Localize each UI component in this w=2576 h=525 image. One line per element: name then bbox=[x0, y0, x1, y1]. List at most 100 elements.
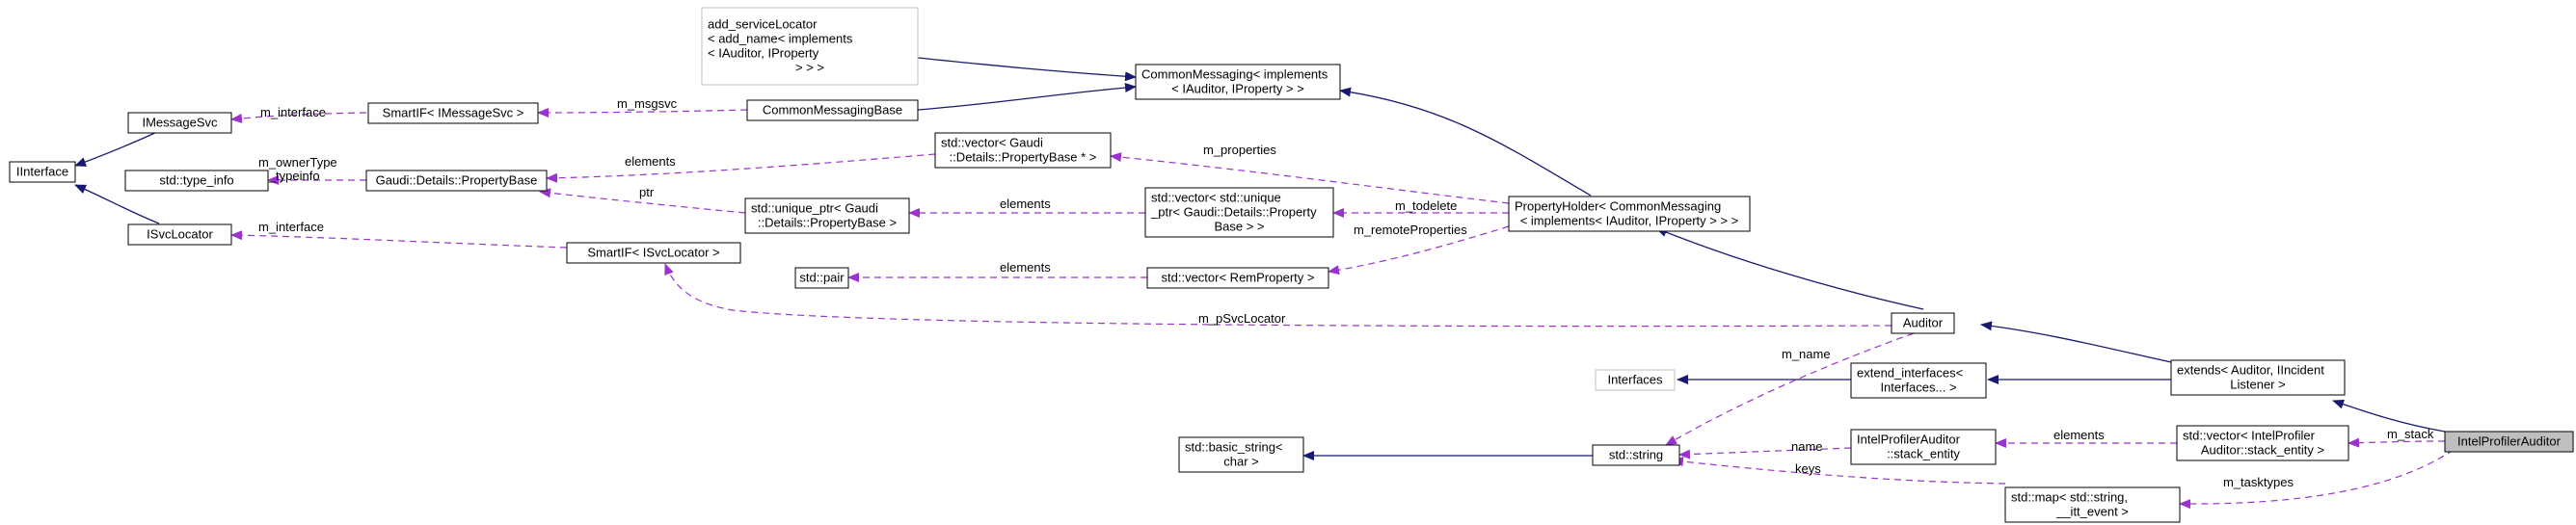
class-node-box bbox=[1178, 436, 1304, 473]
class-node-label-line: std::unique_ptr< Gaudi bbox=[751, 201, 878, 216]
class-node-label-line: std::string bbox=[1609, 448, 1663, 462]
class-node-label-line: ::Details::PropertyBase > bbox=[758, 216, 897, 230]
class-node-vector-propertybase-ptr[interactable]: std::vector< Gaudi::Details::PropertyBas… bbox=[934, 132, 1112, 169]
class-node-interfaces[interactable]: Interfaces bbox=[1595, 369, 1676, 391]
class-node-stack-entity[interactable]: IntelProfilerAuditor::stack_entity bbox=[1850, 429, 1997, 465]
class-node-box bbox=[9, 161, 76, 183]
edge-label-m-name: m_name bbox=[1782, 347, 1831, 361]
edge-label-m-ownertype: m_ownerType bbox=[258, 155, 337, 170]
class-node-label-line: Auditor bbox=[1903, 316, 1944, 330]
class-node-label-line: std::map< std::string, bbox=[2011, 490, 2128, 505]
class-node-imessagesvc[interactable]: IMessageSvc bbox=[127, 112, 232, 134]
class-node-label-line: Listener > bbox=[2230, 378, 2285, 392]
class-node-box bbox=[2176, 425, 2349, 461]
class-node-commonmessaging[interactable]: CommonMessaging< implements< IAuditor, I… bbox=[1135, 64, 1341, 100]
class-node-box bbox=[367, 102, 539, 124]
class-node-add-servicelocator[interactable]: add_serviceLocator< add_name< implements… bbox=[701, 7, 919, 86]
edge-vector-pb-ptr-to-propertybase bbox=[546, 153, 936, 183]
class-node-label-line: CommonMessagingBase bbox=[763, 103, 902, 118]
edge-smartif-isvclocator-to-isvclocator bbox=[230, 230, 568, 249]
class-node-box bbox=[2170, 359, 2346, 396]
class-node-commonmessagingbase[interactable]: CommonMessagingBase bbox=[746, 99, 919, 121]
edge-label-name: name bbox=[1791, 439, 1823, 454]
class-node-label-line: < implements< IAuditor, IProperty > > > bbox=[1520, 214, 1739, 228]
edge-label-m-psvclocator: m_pSvcLocator bbox=[1198, 311, 1286, 326]
class-node-label-line: IMessageSvc bbox=[142, 116, 218, 130]
class-node-label-line: ::Details::PropertyBase * > bbox=[950, 150, 1097, 165]
class-node-basic-string[interactable]: std::basic_string<char > bbox=[1178, 436, 1304, 473]
edge-auditor-to-extends bbox=[1980, 321, 2172, 363]
class-node-box bbox=[746, 99, 919, 121]
edge-label-elements-pb: elements bbox=[625, 154, 676, 169]
edge-commonmessagingbase-to-commonmessaging bbox=[917, 83, 1137, 111]
class-node-label-line: IInterface bbox=[16, 165, 68, 179]
edge-map-to-std-string bbox=[1672, 457, 2006, 485]
class-node-box bbox=[1144, 187, 1334, 238]
edge-label-m-interface-msg: m_interface bbox=[260, 105, 326, 119]
class-node-map-string-event[interactable]: std::map< std::string,__itt_event > bbox=[2004, 486, 2181, 523]
class-node-extend-interfaces[interactable]: extend_interfaces<Interfaces... > bbox=[1850, 362, 1987, 399]
class-node-box bbox=[701, 7, 919, 86]
class-node-std-string[interactable]: std::string bbox=[1592, 444, 1680, 466]
edge-auditor-to-std-string bbox=[1665, 332, 1915, 446]
class-node-label-line: IntelProfilerAuditor bbox=[2457, 434, 2562, 449]
class-node-box bbox=[794, 267, 849, 289]
class-node-iinterface[interactable]: IInterface bbox=[9, 161, 76, 183]
class-node-label-line: < IAuditor, IProperty bbox=[708, 46, 819, 61]
class-node-box bbox=[1146, 267, 1329, 289]
class-node-vector-unique-ptr[interactable]: std::vector< std::unique_ptr< Gaudi::Det… bbox=[1144, 187, 1334, 238]
class-node-std-type-info[interactable]: std::type_info bbox=[124, 170, 269, 192]
edge-propertyholder-to-vector-remproperty bbox=[1328, 225, 1510, 276]
class-node-box bbox=[1592, 444, 1680, 466]
edge-intelprofilerauditor-to-vector-stack-entity bbox=[2348, 437, 2446, 448]
class-node-label-line: std::vector< IntelProfiler bbox=[2183, 429, 2316, 443]
class-node-box bbox=[1850, 429, 1997, 465]
class-node-label-line: CommonMessaging< implements bbox=[1141, 67, 1328, 82]
class-node-intelprofilerauditor[interactable]: IntelProfilerAuditor bbox=[2444, 431, 2574, 453]
edge-extends-to-intelprofilerauditor bbox=[2332, 399, 2446, 433]
edge-propertyholder-to-auditor bbox=[1655, 227, 1924, 310]
class-node-label-line: add_serviceLocator bbox=[708, 17, 818, 32]
class-node-box bbox=[2444, 431, 2574, 453]
class-node-box bbox=[365, 170, 548, 192]
class-node-label-line: std::type_info bbox=[159, 173, 233, 188]
class-node-label-line: SmartIF< ISvcLocator > bbox=[587, 246, 719, 260]
class-node-vector-stack-entity[interactable]: std::vector< IntelProfilerAuditor::stack… bbox=[2176, 425, 2349, 461]
class-node-vector-remproperty[interactable]: std::vector< RemProperty > bbox=[1146, 267, 1329, 289]
class-node-box bbox=[1508, 196, 1751, 232]
edge-label-m-msgsvc: m_msgsvc bbox=[617, 96, 678, 111]
class-node-label-line: ISvcLocator bbox=[147, 227, 213, 242]
class-node-label-line: std::vector< std::unique bbox=[1151, 191, 1281, 205]
edge-label-m-interface-svc: m_interface bbox=[258, 220, 324, 234]
edge-label-m-remoteproperties: m_remoteProperties bbox=[1354, 223, 1467, 237]
edge-label-m-tasktypes: m_tasktypes bbox=[2223, 475, 2294, 489]
class-node-gaudi-propertybase[interactable]: Gaudi::Details::PropertyBase bbox=[365, 170, 548, 192]
class-node-box bbox=[2004, 486, 2181, 523]
class-node-box bbox=[1891, 312, 1955, 334]
edge-label-ptr: ptr bbox=[639, 185, 655, 199]
edge-unique-ptr-to-propertybase bbox=[539, 188, 746, 214]
class-node-auditor[interactable]: Auditor bbox=[1891, 312, 1955, 334]
class-node-label-line: __itt_event > bbox=[2055, 505, 2129, 519]
class-node-smartif-imessagesvc[interactable]: SmartIF< IMessageSvc > bbox=[367, 102, 539, 124]
class-node-label-line: extend_interfaces< bbox=[1857, 366, 1963, 381]
edge-label-elements-se: elements bbox=[2053, 428, 2105, 442]
edge-commonmessaging-to-propertyholder bbox=[1339, 87, 1592, 197]
class-node-smartif-isvclocator[interactable]: SmartIF< ISvcLocator > bbox=[566, 242, 741, 264]
class-node-label-line: Auditor::stack_entity > bbox=[2201, 443, 2324, 458]
class-node-label-line: Base > > bbox=[1214, 220, 1264, 234]
class-node-box bbox=[1595, 369, 1676, 391]
class-node-box bbox=[1850, 362, 1987, 399]
edge-commonmessagingbase-to-smartif-imessagesvc bbox=[537, 107, 748, 118]
class-node-std-pair[interactable]: std::pair bbox=[794, 267, 849, 289]
edge-isvclocator-to-iinterface bbox=[74, 184, 160, 224]
class-node-isvclocator[interactable]: ISvcLocator bbox=[127, 223, 232, 246]
class-node-label-line: SmartIF< IMessageSvc > bbox=[383, 106, 524, 120]
class-node-propertyholder[interactable]: PropertyHolder< CommonMessaging< impleme… bbox=[1508, 196, 1751, 232]
class-node-label-line: std::vector< RemProperty > bbox=[1162, 271, 1315, 285]
class-node-unique-ptr-propertybase[interactable]: std::unique_ptr< Gaudi::Details::Propert… bbox=[744, 197, 910, 234]
edge-smartif-imessagesvc-to-imessagesvc bbox=[230, 112, 367, 123]
class-node-box bbox=[934, 132, 1112, 169]
edge-stack-entity-to-std-string bbox=[1678, 447, 1852, 459]
